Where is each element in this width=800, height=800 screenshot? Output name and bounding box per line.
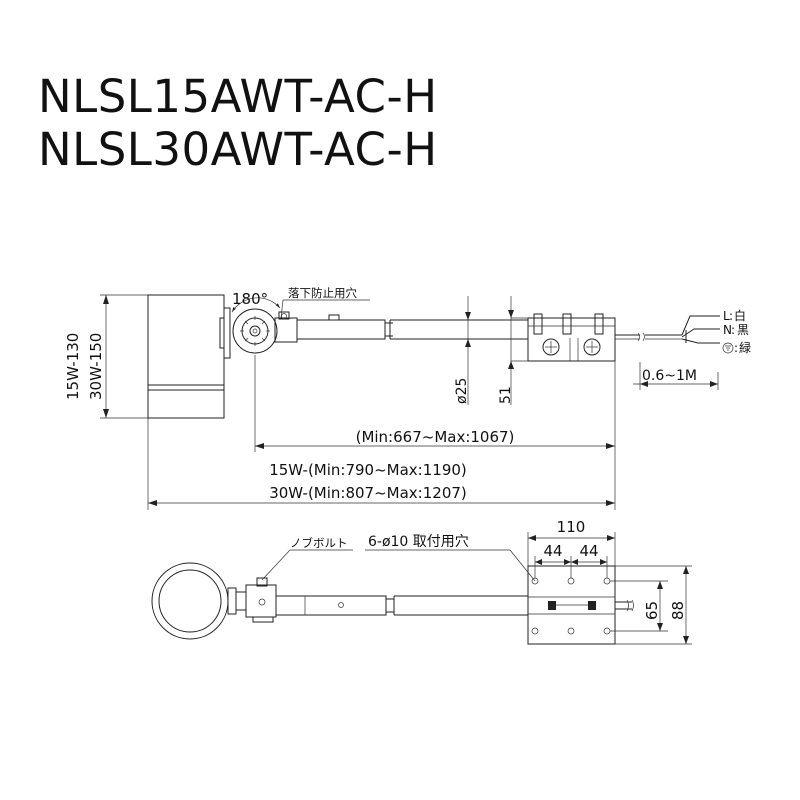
- outer-pipe: [296, 319, 386, 340]
- height-30w-label: 30W-150: [87, 333, 105, 400]
- wire-color-n: 黒: [737, 323, 749, 337]
- mounting-plate: [527, 565, 616, 645]
- hole-pitch-label: 65: [643, 601, 661, 620]
- svg-text::: :: [729, 309, 733, 323]
- lamp-body-side: [147, 294, 225, 419]
- depth-label: 88: [669, 601, 687, 620]
- width-label: 110: [557, 518, 586, 536]
- outer-pipe-top: [275, 595, 387, 616]
- mounting-holes-label: 6-ø10 取付用穴: [368, 534, 469, 550]
- svg-text::: :: [734, 341, 738, 355]
- wire-code-l: L: [723, 309, 730, 323]
- model-title-1: NLSL15AWT-AC-H: [38, 70, 438, 123]
- arm-length-label: (Min:667~Max:1067): [356, 428, 515, 446]
- total-length-30w-label: 30W-(Min:807~Max:1207): [269, 484, 467, 502]
- mounting-holes: [531, 577, 611, 635]
- height-15w-label: 15W-130: [64, 333, 82, 400]
- total-length-15w-label: 15W-(Min:790~Max:1190): [269, 461, 467, 479]
- cable-length-label: 0.6~1M: [642, 368, 697, 384]
- wire-color-l: 白: [734, 308, 746, 323]
- pitch-label-2: 44: [579, 542, 598, 560]
- wire-color-g: 緑: [739, 340, 751, 355]
- model-title-2: NLSL30AWT-AC-H: [38, 123, 438, 176]
- lamp-head-top: [151, 562, 229, 640]
- box-height-label: 51: [498, 386, 514, 404]
- top-view: ノブボルト 6-ø10 取付用穴: [151, 518, 692, 645]
- hinge-disc: [232, 308, 278, 354]
- ground-icon: [722, 342, 734, 354]
- wire-code-n: N: [723, 323, 732, 337]
- knob-bolt-label: ノブボルト: [290, 536, 348, 550]
- svg-text::: :: [731, 323, 735, 337]
- side-view: 180° 落下防止用穴: [64, 286, 751, 510]
- fall-prevention-label: 落下防止用穴: [288, 286, 357, 300]
- pipe-diameter-label: ø25: [454, 378, 470, 404]
- pitch-label-1: 44: [543, 542, 562, 560]
- rotation-label: 180°: [232, 290, 268, 308]
